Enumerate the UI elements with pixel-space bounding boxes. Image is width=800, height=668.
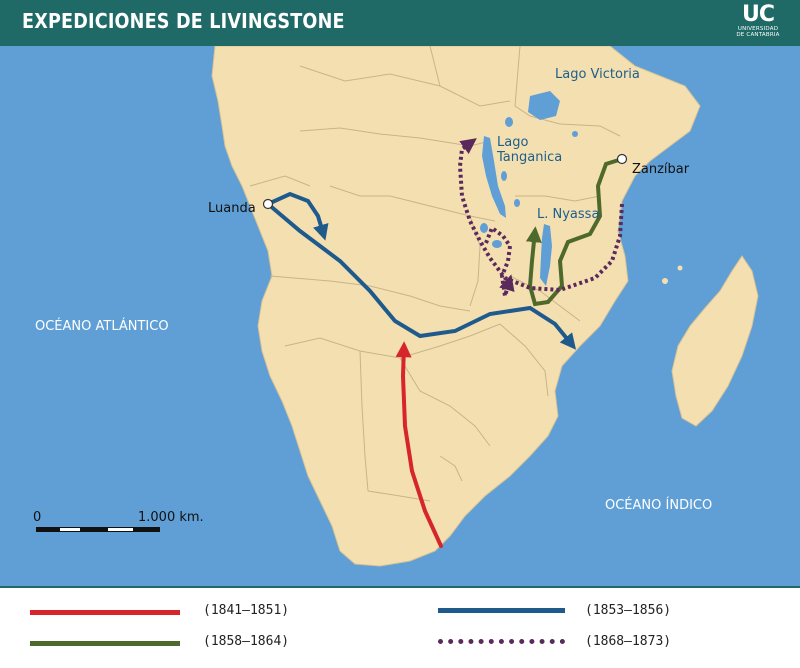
lake-small-1 [505,117,513,127]
legend-label-1868-1873: (1868–1873) [585,634,672,649]
comoros-island [662,278,668,284]
route-1853-1856-b [266,202,577,350]
lake-nyassa [540,224,552,286]
luanda-marker [262,198,274,210]
madagascar-island [671,255,759,427]
lake-small-3 [514,199,520,207]
label-lago-victoria: Lago Victoria [555,67,640,82]
lake-small-2 [501,171,507,181]
label-oceano-indico: OCÉANO ÍNDICO [605,497,712,513]
legend-label-1853-1856: (1853–1856) [585,603,672,618]
logo-subtitle-line2: DE CANTABRIA [736,32,780,38]
lake-bangweulu [492,240,502,248]
university-logo: UC UNIVERSIDAD DE CANTABRIA [728,2,788,39]
lake-tanganica [482,136,506,218]
legend-swatch-1853-1856 [438,608,565,613]
legend-label-1858-1864: (1858–1864) [203,634,290,649]
lake-small-4 [572,131,578,137]
africa-map: Lago Victoria Lago Tanganica L. Nyassa Z… [0,46,800,586]
title-bar: EXPEDICIONES DE LIVINGSTONE UC UNIVERSID… [0,0,800,46]
scale-bar-segment [60,528,80,531]
lake-mweru [480,223,488,233]
legend-swatch-1868-1873 [438,639,565,644]
lakes [480,91,578,286]
scale-bar: 0 1.000 km. [33,510,204,532]
logo-mark: UC [741,2,775,27]
comoros-island-2 [677,265,683,271]
label-oceano-atlantico: OCÉANO ATLÁNTICO [35,318,169,334]
label-l-nyassa: L. Nyassa [537,207,599,222]
logo-subtitle-line1: UNIVERSIDAD [737,26,779,32]
route-1853-1856-a [266,191,329,241]
scale-start-label: 0 [33,510,41,525]
legend-label-1841-1851: (1841–1851) [203,603,290,618]
zanzibar-island [623,165,631,183]
route-1841-1851 [395,341,443,548]
label-lago-tanganica-1: Lago [497,135,528,150]
lake-victoria [528,91,560,120]
scale-bar-segment [108,528,133,531]
route-1868-1873 [457,138,624,293]
legend-swatch-1858-1864 [30,641,180,646]
scale-end-label: 1.000 km. [138,510,204,525]
zanzibar-marker [616,153,628,165]
logo-subtitle: UNIVERSIDAD DE CANTABRIA [728,26,788,38]
africa-landmass [211,46,701,567]
legend: (1841–1851) (1853–1856) (1858–1864) (186… [0,586,800,668]
label-zanzibar: Zanzíbar [632,162,690,177]
route-1868-1873-b [484,224,515,297]
label-lago-tanganica-2: Tanganica [496,150,562,165]
label-luanda: Luanda [208,201,256,216]
legend-swatch-1841-1851 [30,610,180,615]
scale-bar-outline [36,527,160,532]
page-title: EXPEDICIONES DE LIVINGSTONE [22,9,345,33]
